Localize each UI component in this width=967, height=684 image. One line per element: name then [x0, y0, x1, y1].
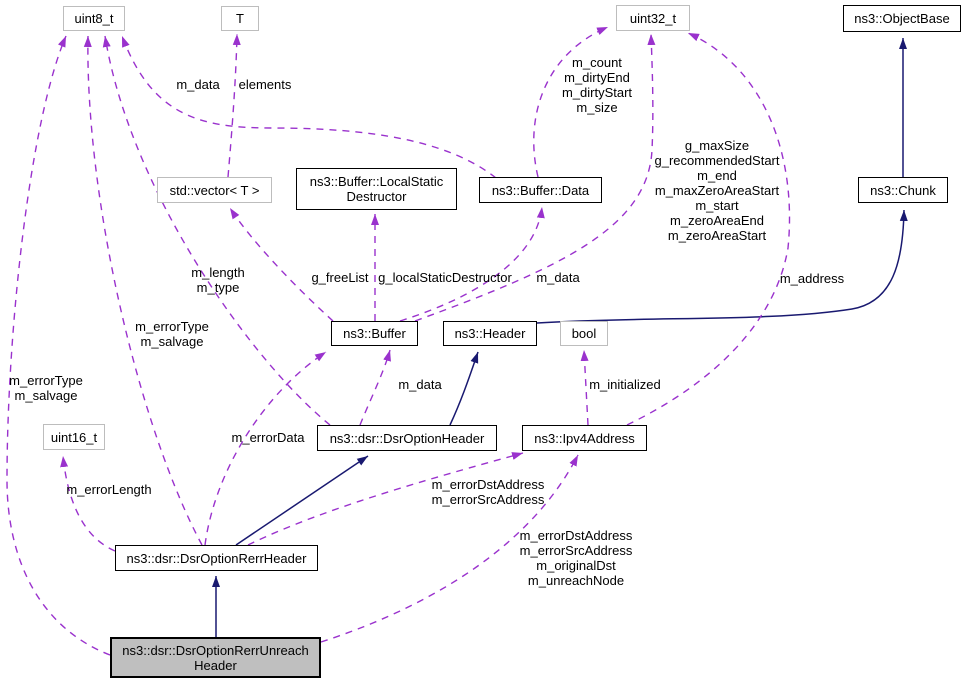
node-ns3-buffer-localstaticdestructor[interactable]: ns3::Buffer::LocalStatic Destructor — [296, 168, 457, 210]
node-ns3-header[interactable]: ns3::Header — [443, 321, 537, 346]
edge-label-m-length-m-type: m_length m_type — [191, 265, 245, 295]
edge-label-m-initialized: m_initialized — [589, 377, 661, 392]
node-uint16-t: uint16_t — [43, 424, 105, 450]
edge-label-error-addresses-unreach: m_errorDstAddress m_errorSrcAddress m_or… — [519, 528, 633, 588]
edge-label-buffer-data-fields: m_count m_dirtyEnd m_dirtyStart m_size — [561, 55, 633, 115]
edge-unreach-to-uint8 — [6, 35, 111, 656]
edge-dsroptionheader-to-uint8 — [102, 35, 331, 426]
edge-dsroptionheader-to-buffer — [359, 349, 391, 426]
edge-label-m-data-buffer: m_data — [536, 270, 580, 285]
edge-vector-to-t — [227, 33, 241, 178]
node-uint8-t: uint8_t — [63, 6, 125, 31]
node-ns3-dsr-dsroptionrerrunreachheader: ns3::dsr::DsrOptionRerrUnreach Header — [110, 637, 321, 678]
node-ns3-buffer[interactable]: ns3::Buffer — [331, 321, 418, 346]
edge-label-m-errorlength: m_errorLength — [66, 482, 152, 497]
edge-label-m-errortype-m-salvage-rerr: m_errorType m_salvage — [135, 319, 209, 349]
edge-ipv4-to-uint32 — [626, 32, 791, 426]
node-ns3-chunk[interactable]: ns3::Chunk — [858, 177, 948, 203]
edge-bufferdata-to-uint32 — [533, 26, 609, 178]
edge-rerrheader-to-buffer — [204, 351, 327, 546]
node-bool: bool — [560, 321, 608, 346]
edge-label-error-addresses-rerr: m_errorDstAddress m_errorSrcAddress — [431, 477, 545, 507]
node-uint32-t: uint32_t — [616, 5, 690, 31]
edge-rerrheader-to-uint8 — [83, 35, 203, 546]
edge-dsroptionheader-to-header — [449, 351, 479, 426]
node-ns3-ipv4address[interactable]: ns3::Ipv4Address — [522, 425, 647, 451]
edge-ipv4-to-bool — [580, 349, 589, 426]
edge-buffer-to-vector — [229, 207, 334, 322]
edge-label-g-localstaticdestructor: g_localStaticDestructor — [378, 270, 512, 285]
edge-rerrheader-to-ipv4 — [247, 452, 524, 546]
edge-label-buffer-fields: g_maxSize g_recommendedStart m_end m_max… — [654, 138, 780, 243]
edge-rerrheader-to-dsroptionheader — [235, 455, 369, 546]
edge-buffer-to-bufferdata — [399, 206, 545, 322]
node-ns3-dsr-dsroptionrerrheader[interactable]: ns3::dsr::DsrOptionRerrHeader — [115, 545, 318, 571]
edge-label-elements: elements — [238, 77, 292, 92]
node-std-vector: std::vector< T > — [157, 177, 272, 203]
node-ns3-objectbase[interactable]: ns3::ObjectBase — [843, 5, 961, 32]
edge-label-m-address: m_address — [779, 271, 845, 286]
node-t: T — [221, 6, 259, 31]
edge-unreach-to-ipv4 — [320, 454, 579, 643]
edge-label-g-freelist: g_freeList — [311, 270, 369, 285]
edge-buffer-to-uint32 — [414, 33, 656, 322]
edge-label-m-errordata: m_errorData — [231, 430, 305, 445]
node-ns3-buffer-data[interactable]: ns3::Buffer::Data — [479, 177, 602, 203]
node-ns3-dsr-dsroptionheader[interactable]: ns3::dsr::DsrOptionHeader — [317, 425, 497, 451]
edge-label-m-errortype-m-salvage-unreach: m_errorType m_salvage — [9, 373, 83, 403]
edge-label-m-data-option: m_data — [398, 377, 442, 392]
edge-header-to-chunk — [536, 209, 908, 324]
edge-bufferdata-to-uint8 — [121, 35, 497, 179]
edge-rerrheader-to-uint16 — [60, 455, 116, 552]
edge-label-m-data-top: m_data — [176, 77, 220, 92]
